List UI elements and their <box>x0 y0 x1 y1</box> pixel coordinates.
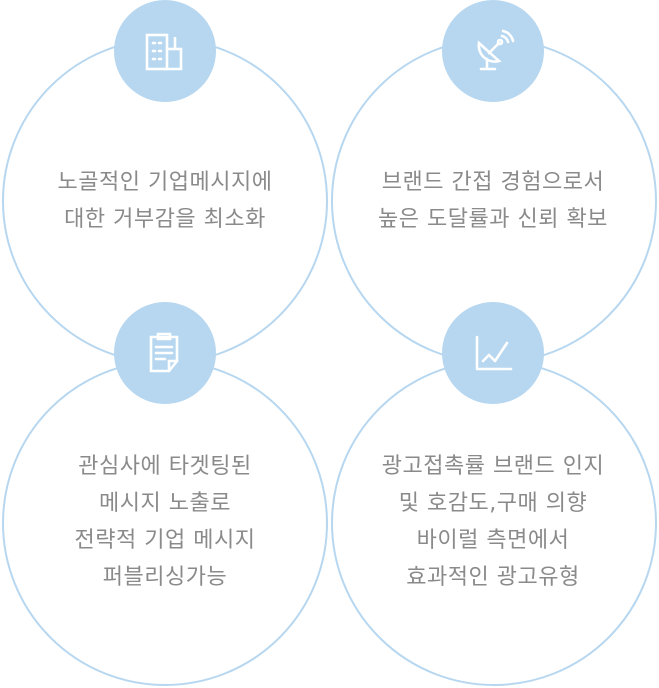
text-line: 관심사에 타겟팅된 <box>78 454 252 479</box>
text-top-right: 브랜드 간접 경험으로서 높은 도달률과 신뢰 확보 <box>343 164 643 238</box>
text-line: 높은 도달률과 신뢰 확보 <box>378 207 608 232</box>
document-icon <box>149 332 179 373</box>
text-bottom-left: 관심사에 타겟팅된 메시지 노출로 전략적 기업 메시지 퍼블리싱가능 <box>15 448 315 596</box>
text-line: 광고접촉률 브랜드 인지 <box>381 454 605 479</box>
text-line: 퍼블리싱가능 <box>102 565 228 590</box>
text-bottom-right: 광고접촉률 브랜드 인지 및 호감도,구매 의향 바이럴 측면에서 효과적인 광… <box>343 448 643 596</box>
chart-icon <box>475 335 513 371</box>
badge-bottom-left <box>114 302 216 404</box>
text-line: 대한 거부감을 최소화 <box>64 207 266 232</box>
text-line: 바이럴 측면에서 <box>416 528 570 553</box>
badge-top-right <box>442 0 544 102</box>
text-line: 노골적인 기업메시지에 <box>57 170 273 195</box>
badge-top-left <box>114 0 216 102</box>
text-top-left: 노골적인 기업메시지에 대한 거부감을 최소화 <box>15 164 315 238</box>
building-icon <box>145 33 183 71</box>
text-line: 브랜드 간접 경험으로서 <box>381 170 605 195</box>
badge-bottom-right <box>442 302 544 404</box>
text-line: 효과적인 광고유형 <box>406 565 580 590</box>
text-line: 메시지 노출로 <box>99 491 231 516</box>
satellite-dish-icon <box>477 29 515 71</box>
text-line: 및 호감도,구매 의향 <box>398 491 588 516</box>
text-line: 전략적 기업 메시지 <box>74 528 256 553</box>
